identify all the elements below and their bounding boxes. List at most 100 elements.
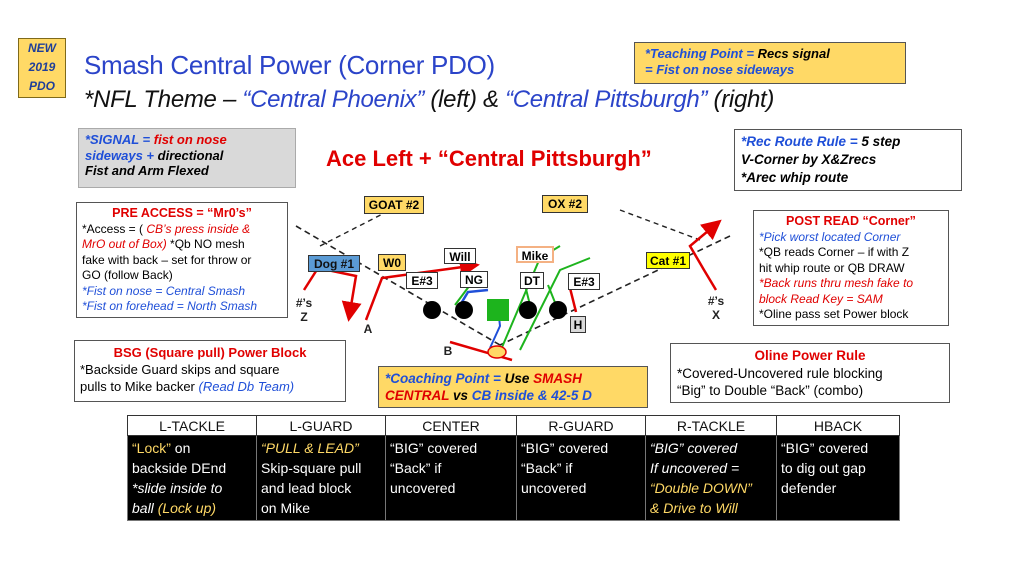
block-line [519, 257, 591, 351]
h-block [568, 287, 578, 313]
signal-text: Fist and Arm Flexed [85, 163, 209, 178]
rec-route-text: *Arec whip route [741, 170, 849, 185]
badge-line: 2019 [28, 60, 56, 74]
coaching-point-text: CB inside & 42-5 D [471, 388, 592, 403]
e3-right-label: E#3 [568, 273, 600, 290]
lineman-marker [423, 301, 441, 319]
subtitle-part: “Central Pittsburgh” [505, 86, 708, 113]
cell-text: and lead block [261, 480, 352, 496]
assignment-table: L-TACKLE L-GUARD CENTER R-GUARD R-TACKLE… [127, 415, 900, 521]
coaching-point-text: SMASH [533, 371, 582, 386]
cell-text: “PULL & LEAD” [261, 440, 359, 456]
cell-text: on Mike [261, 500, 311, 516]
r-guard-cell: “BIG” covered “Back” if uncovered [516, 435, 646, 521]
cell-text: on [170, 440, 191, 456]
teaching-point-box: *Teaching Point = Recs signal = Fist on … [634, 42, 906, 84]
signal-text: fist on nose [153, 132, 227, 147]
pre-access-text: *Fist on forehead = North Smash [82, 299, 258, 313]
x-numbers-label: #’s [707, 294, 725, 308]
post-read-text: *QB reads Corner – if with Z [759, 245, 910, 259]
cell-text: uncovered [390, 480, 456, 496]
center-cell: “BIG” covered “Back” if uncovered [385, 435, 517, 521]
post-read-heading: POST READ “Corner” [786, 214, 916, 228]
post-read-box: POST READ “Corner” *Pick worst located C… [753, 210, 949, 326]
x-label: X [711, 308, 720, 322]
oline-rule-text: *Covered-Uncovered rule blocking [677, 365, 883, 381]
pre-access-text: GO (follow Back) [82, 268, 173, 282]
z-numbers-label: #’s [295, 296, 313, 310]
hback-cell: “BIG” covered to dig out gap defender [776, 435, 900, 521]
table-header-row: L-TACKLE L-GUARD CENTER R-GUARD R-TACKLE… [127, 415, 900, 436]
coaching-point-text: vs [449, 388, 472, 403]
coaching-point-text: *Coaching Point = [385, 371, 505, 386]
subtitle-part: (right) [707, 86, 775, 113]
cell-text: “Double DOWN” [650, 480, 752, 496]
lineman-marker [549, 301, 567, 319]
cell-text: “Back” if [390, 460, 442, 476]
signal-text: directional [157, 147, 224, 163]
cell-text: & Drive to Will [650, 500, 738, 516]
cell-text: “BIG” covered [390, 440, 478, 456]
cell-text: ball [132, 500, 158, 516]
cell-text: backside DEnd [132, 460, 227, 476]
lineman-marker [455, 301, 473, 319]
e3-left-label: E#3 [406, 272, 438, 289]
oline-rule-text: “Big” to Double “Back” (combo) [677, 383, 864, 398]
block-line [454, 284, 471, 306]
b-label: B [443, 344, 453, 358]
l-tackle-cell: “Lock” on backside DEnd *slide inside to… [127, 435, 257, 521]
will-label: Will [444, 248, 476, 264]
rec-route-rule-box: *Rec Route Rule = 5 step V-Corner by X&Z… [734, 129, 962, 191]
rec-route-text: 5 step [861, 134, 901, 149]
l-guard-cell: “PULL & LEAD” Skip-square pull and lead … [256, 435, 386, 521]
badge-line: NEW [28, 41, 56, 55]
column-header: L-GUARD [256, 415, 386, 436]
h-label: H [570, 316, 586, 333]
post-read-text: *Back runs thru mesh fake to [759, 276, 914, 290]
mike-label: Mike [516, 246, 554, 263]
z-route [302, 266, 362, 322]
cell-text: defender [781, 480, 837, 496]
dt-label: DT [520, 272, 544, 289]
pre-access-text: MrO out of Box) [82, 237, 167, 251]
cell-text: to dig out gap [781, 460, 866, 476]
subtitle-part: “Central Phoenix” [242, 86, 425, 113]
lineman-marker [519, 301, 537, 319]
signal-text: sideways + [85, 147, 158, 163]
ox-label: OX #2 [542, 195, 588, 213]
column-header: R-GUARD [516, 415, 646, 436]
coaching-point-text: CENTRAL [385, 388, 450, 403]
pre-access-text: *Access = ( [82, 221, 147, 236]
cat-label: Cat #1 [646, 252, 690, 269]
teaching-point-text: Recs signal [757, 46, 830, 61]
rec-route-text: V-Corner by X&Zrecs [741, 152, 877, 167]
coaching-point-box: *Coaching Point = Use SMASH CENTRAL vs C… [378, 366, 648, 408]
pre-access-text: CB’s press inside & [146, 221, 251, 236]
post-read-text: *Oline pass set Power block [759, 307, 909, 321]
cell-text: “Back” if [521, 460, 573, 476]
r-tackle-cell: “BIG” covered If uncovered = “Double DOW… [645, 435, 777, 521]
column-header: CENTER [385, 415, 517, 436]
x-route [688, 219, 722, 291]
page-title: Smash Central Power (Corner PDO) [84, 50, 495, 80]
column-header: R-TACKLE [645, 415, 777, 436]
cell-text: “BIG” covered [521, 440, 609, 456]
page-subtitle: *NFL Theme – “Central Phoenix” (left) & … [84, 86, 774, 114]
column-header: L-TACKLE [127, 415, 257, 436]
dashed-coverage-line [499, 235, 731, 346]
pre-access-text: *Qb NO mesh [166, 237, 245, 251]
z-label: Z [300, 310, 308, 324]
pre-access-text: fake with back – set for throw or [82, 252, 252, 267]
signal-text: *SIGNAL = [85, 132, 154, 147]
post-read-text: *Pick worst located Corner [759, 229, 901, 244]
badge-line: PDO [28, 79, 55, 93]
bsg-box: BSG (Square pull) Power Block *Backside … [74, 340, 346, 402]
new-2019-pdo-badge: NEW 2019 PDO [18, 38, 66, 98]
bsg-text: (Read Db Team) [198, 379, 295, 394]
rec-route-text: *Rec Route Rule = [741, 134, 862, 149]
ng-label: NG [460, 271, 488, 288]
cell-text: (Lock up) [157, 500, 217, 516]
teaching-point-text: = Fist on nose sideways [645, 61, 795, 77]
pre-access-text: *Fist on nose = Central Smash [82, 283, 246, 298]
pre-access-heading: PRE ACCESS = “Mr0’s” [112, 206, 252, 220]
